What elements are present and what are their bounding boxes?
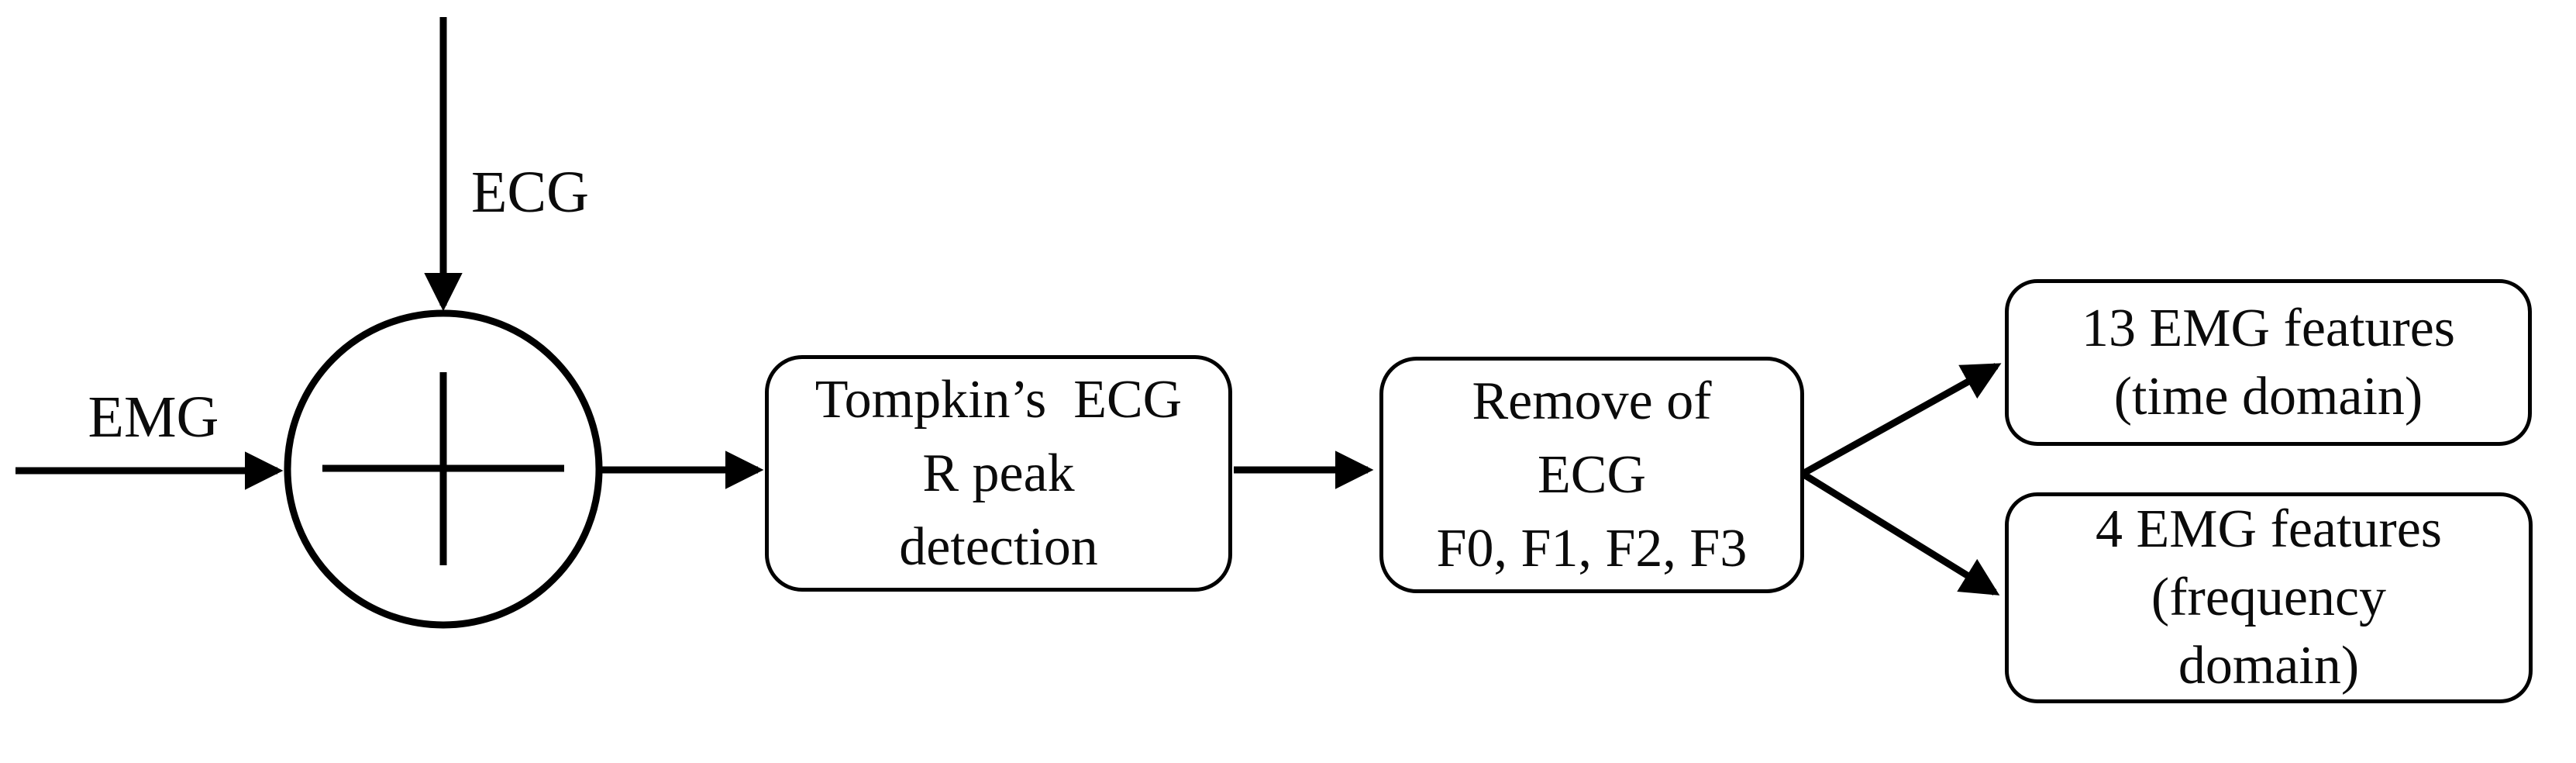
emg-label: EMG: [88, 385, 219, 450]
remove-ecg-box: Remove of ECG F0, F1, F2, F3: [1379, 357, 1804, 593]
time-domain-features-box: 13 EMG features (time domain): [2005, 279, 2532, 446]
remove-box-line-2: ECG: [1538, 445, 1646, 505]
remove-to-time-arrow: [1800, 363, 2002, 477]
time-box-line-1: 13 EMG features: [2081, 298, 2456, 358]
rpeak-box-line-3: detection: [899, 517, 1098, 577]
remove-box-line-3: F0, F1, F2, F3: [1436, 519, 1748, 578]
remove-to-freq-arrow: [1800, 471, 2000, 596]
freq-box-line-2: (frequency: [2151, 568, 2387, 627]
rpeak-box-line-2: R peak: [922, 444, 1075, 503]
time-box-line-2: (time domain): [2113, 366, 2423, 426]
rpeak-box-line-1: Tompkin’s ECG: [814, 370, 1183, 430]
rpeak-detection-box: Tompkin’s ECG R peak detection: [765, 355, 1232, 592]
remove-box-line-1: Remove of: [1472, 371, 1712, 431]
plus-icon: [322, 372, 564, 565]
frequency-domain-features-box: 4 EMG features (frequency domain): [2005, 492, 2533, 703]
ecg-label: ECG: [471, 160, 589, 225]
freq-box-line-3: domain): [2178, 636, 2360, 696]
freq-box-line-1: 4 EMG features: [2095, 499, 2443, 559]
